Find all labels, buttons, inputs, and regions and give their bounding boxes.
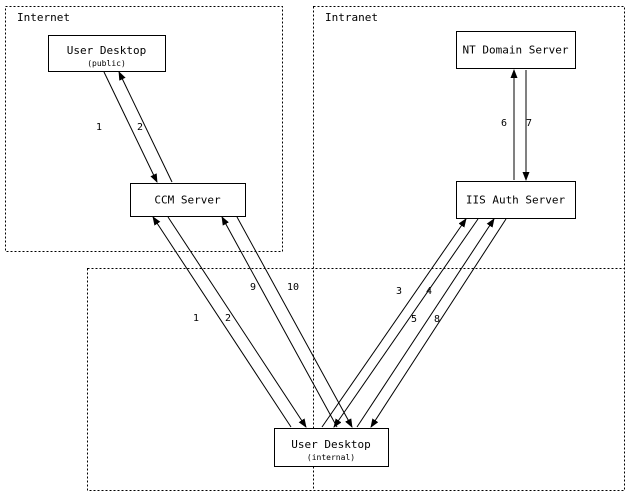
node-box-nt-domain-server[interactable] (456, 31, 576, 69)
flow-label-flow-4: 4 (426, 286, 432, 297)
zone-intranet: Intranet (313, 6, 625, 491)
flow-label-flow-3: 3 (396, 286, 402, 297)
flow-arrows (103, 69, 530, 428)
zone-boundary-internet (5, 6, 283, 252)
zone-boundary-internal (87, 268, 625, 491)
flow-label-flow-10: 10 (287, 282, 299, 293)
flow-step-labels: 1 2 1 2 9 10 3 4 5 8 6 7 (96, 118, 532, 325)
flow-label-flow-6: 6 (501, 118, 507, 129)
node-box-iis-auth-server[interactable] (456, 181, 576, 219)
flow-line-flow-2-public (118, 71, 173, 183)
flow-line-flow-1-public (103, 71, 158, 183)
flow-line-flow-9 (221, 216, 338, 428)
node-title-iis-auth-server: IIS Auth Server (466, 194, 566, 207)
node-title-ccm-server: CCM Server (154, 194, 221, 207)
zone-boundaries: Internet Intranet (5, 6, 625, 491)
zone-internal (87, 268, 625, 491)
zone-label-intranet: Intranet (325, 11, 378, 24)
node-box-ccm-server[interactable] (130, 183, 246, 217)
flow-label-flow-2-internal: 2 (225, 313, 231, 324)
flow-line-flow-1-internal (152, 216, 292, 428)
zone-internet: Internet (5, 6, 283, 252)
flow-label-flow-1-public: 1 (96, 122, 102, 133)
node-subtitle-user-desktop-internal: (internal) (307, 453, 355, 462)
flow-line-flow-8 (370, 218, 507, 428)
node-user-desktop-public[interactable]: User Desktop (public) (48, 35, 166, 72)
diagram-nodes: User Desktop (public) CCM Server NT Domain … (48, 31, 576, 467)
flow-label-flow-8: 8 (434, 314, 440, 325)
node-title-user-desktop-public: User Desktop (67, 44, 146, 57)
flow-label-flow-9: 9 (250, 282, 256, 293)
flow-label-flow-7: 7 (526, 118, 532, 129)
flow-label-flow-1-internal: 1 (193, 313, 199, 324)
flow-line-flow-5 (356, 218, 495, 428)
flow-label-flow-2-public: 2 (137, 122, 143, 133)
node-title-nt-domain-server: NT Domain Server (463, 44, 569, 57)
node-subtitle-user-desktop-public: (public) (87, 59, 126, 68)
node-title-user-desktop-internal: User Desktop (291, 438, 370, 451)
flow-line-flow-4 (333, 218, 479, 428)
zone-boundary-intranet (313, 6, 625, 491)
node-ccm-server[interactable]: CCM Server (130, 183, 246, 217)
flow-label-flow-5: 5 (411, 314, 417, 325)
flow-line-flow-3 (321, 218, 467, 428)
node-iis-auth-server[interactable]: IIS Auth Server (456, 181, 576, 219)
flow-line-flow-2-internal (167, 216, 307, 428)
node-user-desktop-internal[interactable]: User Desktop (internal) (274, 428, 389, 467)
node-box-user-desktop-public[interactable] (48, 35, 166, 72)
flow-line-flow-10 (236, 216, 353, 428)
node-nt-domain-server[interactable]: NT Domain Server (456, 31, 576, 69)
node-box-user-desktop-internal[interactable] (274, 428, 389, 467)
zone-label-internet: Internet (17, 11, 70, 24)
